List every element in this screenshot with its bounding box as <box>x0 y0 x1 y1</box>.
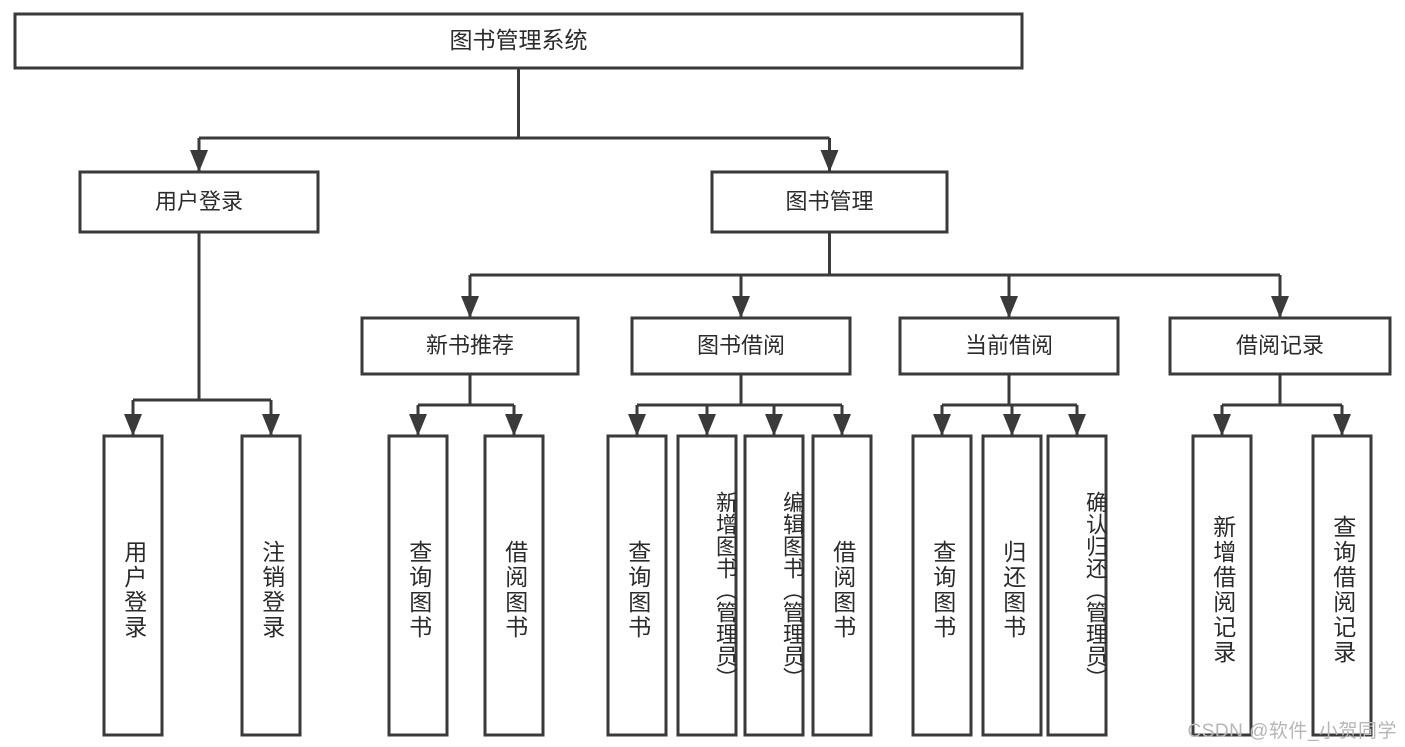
arrow-head-icon <box>1213 414 1231 436</box>
node-user-login[interactable] <box>78 170 320 234</box>
arrow-head-icon <box>820 150 839 172</box>
node-leaf-add-borrow-record[interactable] <box>1191 434 1253 737</box>
node-current-borrow[interactable] <box>898 316 1120 376</box>
node-user-login-label: 用户登录 <box>155 189 243 214</box>
node-box-layer <box>13 12 1392 737</box>
node-leaf-user-login[interactable] <box>102 434 164 737</box>
arrow-head-icon <box>461 296 479 318</box>
arrow-head-icon <box>628 414 646 436</box>
arrow-head-icon <box>262 414 280 436</box>
arrow-head-icon <box>698 414 716 436</box>
arrow-head-icon <box>1068 414 1086 436</box>
arrow-head-icon <box>1271 296 1289 318</box>
arrow-head-icon <box>1000 296 1018 318</box>
node-leaf-query-book-borrow[interactable] <box>606 434 668 737</box>
node-new-book-recommend[interactable] <box>360 316 580 376</box>
arrow-head-icon <box>1333 414 1351 436</box>
node-leaf-add-book-admin[interactable] <box>676 434 738 737</box>
node-book-borrow-label: 图书借阅 <box>697 333 785 358</box>
node-book-manage[interactable] <box>710 170 949 234</box>
node-book-borrow[interactable] <box>630 316 852 376</box>
node-current-borrow-label: 当前借阅 <box>965 333 1053 358</box>
arrow-head-icon <box>409 414 427 436</box>
node-new-book-recommend-label: 新书推荐 <box>426 333 514 358</box>
node-book-manage-label: 图书管理 <box>785 189 873 214</box>
node-leaf-confirm-return-admin[interactable] <box>1046 434 1108 737</box>
node-leaf-query-book-rec[interactable] <box>387 434 449 737</box>
arrow-head-icon <box>765 414 783 436</box>
connector-layer <box>124 68 1351 436</box>
node-root[interactable] <box>13 12 1024 70</box>
node-leaf-logout-login[interactable] <box>240 434 302 737</box>
arrow-head-icon <box>1003 414 1021 436</box>
arrow-head-icon <box>833 414 851 436</box>
node-leaf-query-book-current[interactable] <box>911 434 973 737</box>
node-leaf-query-borrow-record[interactable] <box>1311 434 1373 737</box>
arrow-head-icon <box>190 150 208 172</box>
arrow-head-icon <box>124 414 142 436</box>
arrow-head-icon <box>933 414 951 436</box>
node-leaf-borrow-book[interactable] <box>811 434 873 737</box>
node-borrow-record-label: 借阅记录 <box>1236 333 1324 358</box>
node-leaf-borrow-book-rec[interactable] <box>483 434 545 737</box>
node-borrow-record[interactable] <box>1168 316 1392 376</box>
arrow-head-icon <box>505 414 523 436</box>
node-root-label: 图书管理系统 <box>450 27 588 53</box>
watermark-text: CSDN @软件_小贺同学 <box>1187 721 1397 742</box>
node-leaf-edit-book-admin[interactable] <box>743 434 805 737</box>
arrow-head-icon <box>732 296 750 318</box>
node-leaf-return-book[interactable] <box>981 434 1043 737</box>
